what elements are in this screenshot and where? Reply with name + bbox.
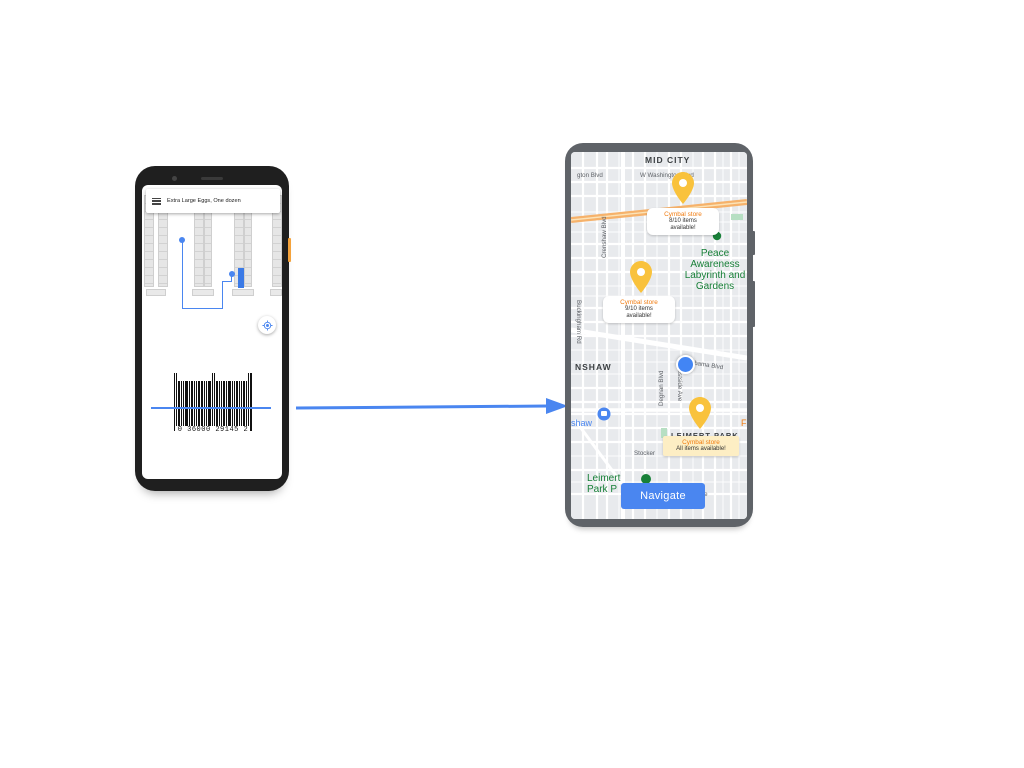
barcode-bar	[177, 381, 180, 431]
store-pin-icon[interactable]	[629, 260, 653, 294]
barcode-bar	[203, 381, 205, 431]
power-button	[752, 281, 755, 327]
street-label: Degnan Blvd	[658, 370, 665, 406]
barcode-bar	[195, 381, 197, 431]
barcode-bars	[173, 373, 253, 431]
street-label: Stocker	[634, 450, 655, 457]
barcode-bar	[197, 381, 200, 431]
barcode-bar	[173, 373, 175, 431]
product-barcode: 0 36000 29145 2	[173, 373, 253, 439]
place-label: F	[741, 418, 747, 428]
barcode-bar	[245, 381, 247, 431]
barcode-bar	[231, 381, 233, 431]
street-label: W Washington Blvd	[640, 172, 694, 179]
store-availability: 8/10 items available!	[669, 218, 697, 231]
barcode-bar	[220, 381, 222, 431]
neighborhood-label: NSHAW	[575, 362, 612, 372]
navigate-button[interactable]: Navigate	[621, 483, 705, 509]
aisle-endcap	[232, 289, 254, 296]
barcode-bar	[213, 373, 215, 431]
barcode-bar	[182, 381, 184, 431]
earpiece-speaker	[201, 177, 223, 180]
park-label: Peace Awareness Labyrinth and Gardens	[684, 248, 746, 292]
barcode-bar	[249, 373, 252, 431]
current-location-dot	[676, 355, 695, 374]
route-start-dot	[179, 237, 185, 243]
scan-line	[151, 407, 271, 409]
barcode-bar	[190, 381, 193, 431]
route-segment	[181, 241, 183, 309]
route-segment	[231, 273, 233, 282]
search-query: Extra Large Eggs, One dozen	[167, 198, 241, 204]
store-name: Cymbal store	[620, 299, 658, 306]
neighborhood-label: MID CITY	[645, 155, 691, 165]
route-segment	[221, 281, 232, 283]
barcode-bar	[175, 373, 177, 431]
aisle-endcap	[192, 289, 214, 296]
store-pin-icon[interactable]	[671, 171, 695, 205]
store-callout[interactable]: Cymbal store 8/10 items available!	[647, 208, 719, 235]
store-pin-icon[interactable]	[688, 396, 712, 430]
barcode-bar	[238, 381, 240, 431]
street-label: gton Blvd	[577, 172, 603, 179]
aisle-endcap	[146, 289, 166, 296]
store-map[interactable]: MID CITY gton Blvd W Washington Blvd Cre…	[571, 152, 747, 519]
street-label: Buckingham Rd	[575, 300, 582, 344]
route-end-dot	[229, 271, 235, 277]
barcode-bar	[225, 381, 227, 431]
menu-icon[interactable]	[152, 197, 161, 205]
barcode-bar	[193, 381, 195, 431]
flow-arrow	[295, 398, 568, 414]
store-name: Cymbal store	[682, 439, 720, 446]
barcode-bar	[218, 381, 220, 431]
power-button	[288, 238, 291, 262]
my-location-button[interactable]	[258, 316, 276, 334]
my-location-icon	[261, 319, 273, 331]
barcode-bar	[180, 381, 182, 431]
place-label: shaw	[571, 418, 593, 428]
map-phone: MID CITY gton Blvd W Washington Blvd Cre…	[565, 143, 755, 527]
barcode-bar	[235, 381, 238, 431]
store-availability: 9/10 items available!	[625, 306, 653, 319]
store-callout[interactable]: Cymbal store 9/10 items available!	[603, 296, 675, 323]
barcode-bar	[247, 373, 249, 431]
park-label: Leimert Park P	[587, 473, 621, 495]
barcode-bar	[222, 381, 225, 431]
barcode-bar	[205, 381, 207, 431]
neighborhood-label: LEIMERT PARK	[671, 431, 739, 440]
barcode-bar	[240, 381, 242, 431]
route-segment	[181, 308, 223, 310]
barcode-bar	[184, 381, 188, 431]
scanner-screen: Extra Large Eggs, One dozen	[142, 185, 282, 479]
barcode-bar	[242, 381, 245, 431]
barcode-bar	[233, 381, 235, 431]
barcode-bar	[227, 381, 231, 431]
volume-button	[752, 231, 755, 255]
product-location-marker	[238, 268, 244, 288]
scanner-phone: Extra Large Eggs, One dozen	[135, 166, 291, 491]
barcode-bar	[200, 381, 203, 431]
store-name: Cymbal store	[664, 211, 702, 218]
front-camera	[172, 176, 177, 181]
barcode-bar	[215, 381, 218, 431]
search-bar[interactable]: Extra Large Eggs, One dozen	[146, 189, 280, 213]
street-label: Crenshaw Blvd	[601, 216, 608, 258]
aisle-endcap	[270, 289, 282, 296]
barcode-bar	[188, 381, 190, 431]
barcode-number: 0 36000 29145 2	[175, 426, 251, 434]
barcode-bar	[207, 381, 211, 431]
route-segment	[221, 281, 223, 309]
store-callout[interactable]: Cymbal store All items available!	[663, 436, 739, 456]
store-availability: All items available!	[676, 446, 726, 452]
barcode-bar	[211, 373, 213, 431]
